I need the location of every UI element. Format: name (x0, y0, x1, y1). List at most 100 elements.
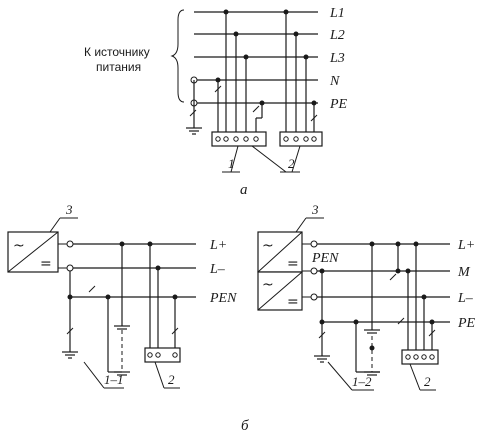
load1-terminal (253, 136, 259, 142)
callout-11: 1–1 (104, 372, 124, 387)
converter-diagonal (7, 231, 59, 273)
node (223, 9, 229, 15)
node (155, 265, 161, 271)
node (147, 241, 153, 247)
load2-terminal (283, 136, 289, 142)
diagram-a: К источнику питания L1 L2 L3 N PE (84, 6, 348, 198)
ac-symbol: ~ (13, 238, 25, 254)
dc-symbol: = (287, 256, 299, 272)
callout-2: 2 (424, 374, 431, 389)
pen-mark (66, 327, 74, 335)
node (353, 319, 359, 325)
pen-mark (88, 285, 96, 293)
m-terminal (310, 267, 318, 275)
n-mark (214, 85, 222, 93)
load-terminal (155, 352, 161, 358)
caption-b: б (241, 418, 249, 434)
callout-1: 1 (228, 156, 235, 171)
pe-mark (428, 329, 436, 337)
pe-mark (318, 331, 326, 339)
pe-mark (310, 114, 318, 122)
bus-label-lplus: L+ (457, 238, 475, 253)
bus-label-pe: PE (457, 316, 476, 331)
node (395, 268, 401, 274)
load-2 (279, 131, 323, 147)
node (369, 241, 375, 247)
load-terminal (405, 354, 411, 360)
node (105, 294, 111, 300)
node (243, 54, 249, 60)
ac-symbol: ~ (262, 277, 274, 293)
pen-mark (171, 327, 179, 335)
node (172, 294, 178, 300)
node (233, 31, 239, 37)
callout-12: 1–2 (352, 374, 372, 389)
node (421, 294, 427, 300)
load2-terminal (293, 136, 299, 142)
node (319, 319, 325, 325)
bus-label-pen: PEN (209, 291, 237, 306)
lplus-terminal (310, 240, 318, 248)
callout-2-leader (154, 361, 165, 389)
bus-label-l3: L3 (329, 51, 345, 66)
node (413, 241, 419, 247)
load2-terminal (311, 136, 317, 142)
load1-terminal (243, 136, 249, 142)
callout-3-leader (49, 217, 61, 233)
callout-2: 2 (168, 372, 175, 387)
bus-label-l1: L1 (329, 6, 345, 21)
callout-1-leader (230, 145, 239, 173)
load-terminal (172, 352, 178, 358)
caption-a: а (240, 182, 248, 198)
node (319, 268, 325, 274)
lplus-terminal (66, 240, 74, 248)
node (293, 31, 299, 37)
bus-label-m: M (457, 265, 471, 280)
bus-label-l2: L2 (329, 28, 345, 43)
node (395, 241, 401, 247)
callout-12-leader (327, 361, 353, 391)
callout-11-leader (83, 361, 105, 389)
dc-symbol: = (287, 294, 299, 310)
node (259, 100, 265, 106)
bus-label-n: N (329, 74, 340, 89)
load-2 (401, 349, 439, 365)
m-mark (389, 273, 397, 281)
node (67, 294, 73, 300)
bus-label-lplus: L+ (209, 238, 227, 253)
load-terminal (413, 354, 419, 360)
pen-label: PEN (311, 251, 339, 266)
callout-3: 3 (311, 202, 319, 217)
load1-terminal (233, 136, 239, 142)
converter-top-diagonal (257, 231, 303, 273)
node (303, 54, 309, 60)
node (311, 100, 317, 106)
source-label-line1: К источнику (84, 45, 150, 59)
diagram-b1: ~ = 3 L+ L– PEN (7, 202, 237, 389)
node (283, 9, 289, 15)
source-label-line2: питания (96, 60, 141, 74)
bus-label-lminus: L– (457, 291, 474, 306)
ac-symbol: ~ (262, 238, 274, 254)
bus-label-lminus: L– (209, 262, 226, 277)
dc-symbol: = (40, 256, 52, 272)
bus-label-pe: PE (329, 97, 348, 112)
node (429, 319, 435, 325)
load-1 (211, 131, 267, 147)
pe-mark (397, 317, 405, 325)
callout-2-leader-b (291, 145, 301, 173)
load1-terminal (215, 136, 221, 142)
converter-bottom-diagonal (257, 271, 303, 311)
callout-3-leader (295, 217, 307, 233)
load-terminal (421, 354, 427, 360)
load-2 (144, 347, 181, 363)
callout-2: 2 (288, 156, 295, 171)
load-terminal (429, 354, 435, 360)
load2-terminal (303, 136, 309, 142)
callout-2-leader-a (251, 145, 287, 173)
callout-2-leader (409, 363, 421, 391)
node (405, 268, 411, 274)
callout-3: 3 (65, 202, 73, 217)
pe-mark (252, 105, 260, 113)
